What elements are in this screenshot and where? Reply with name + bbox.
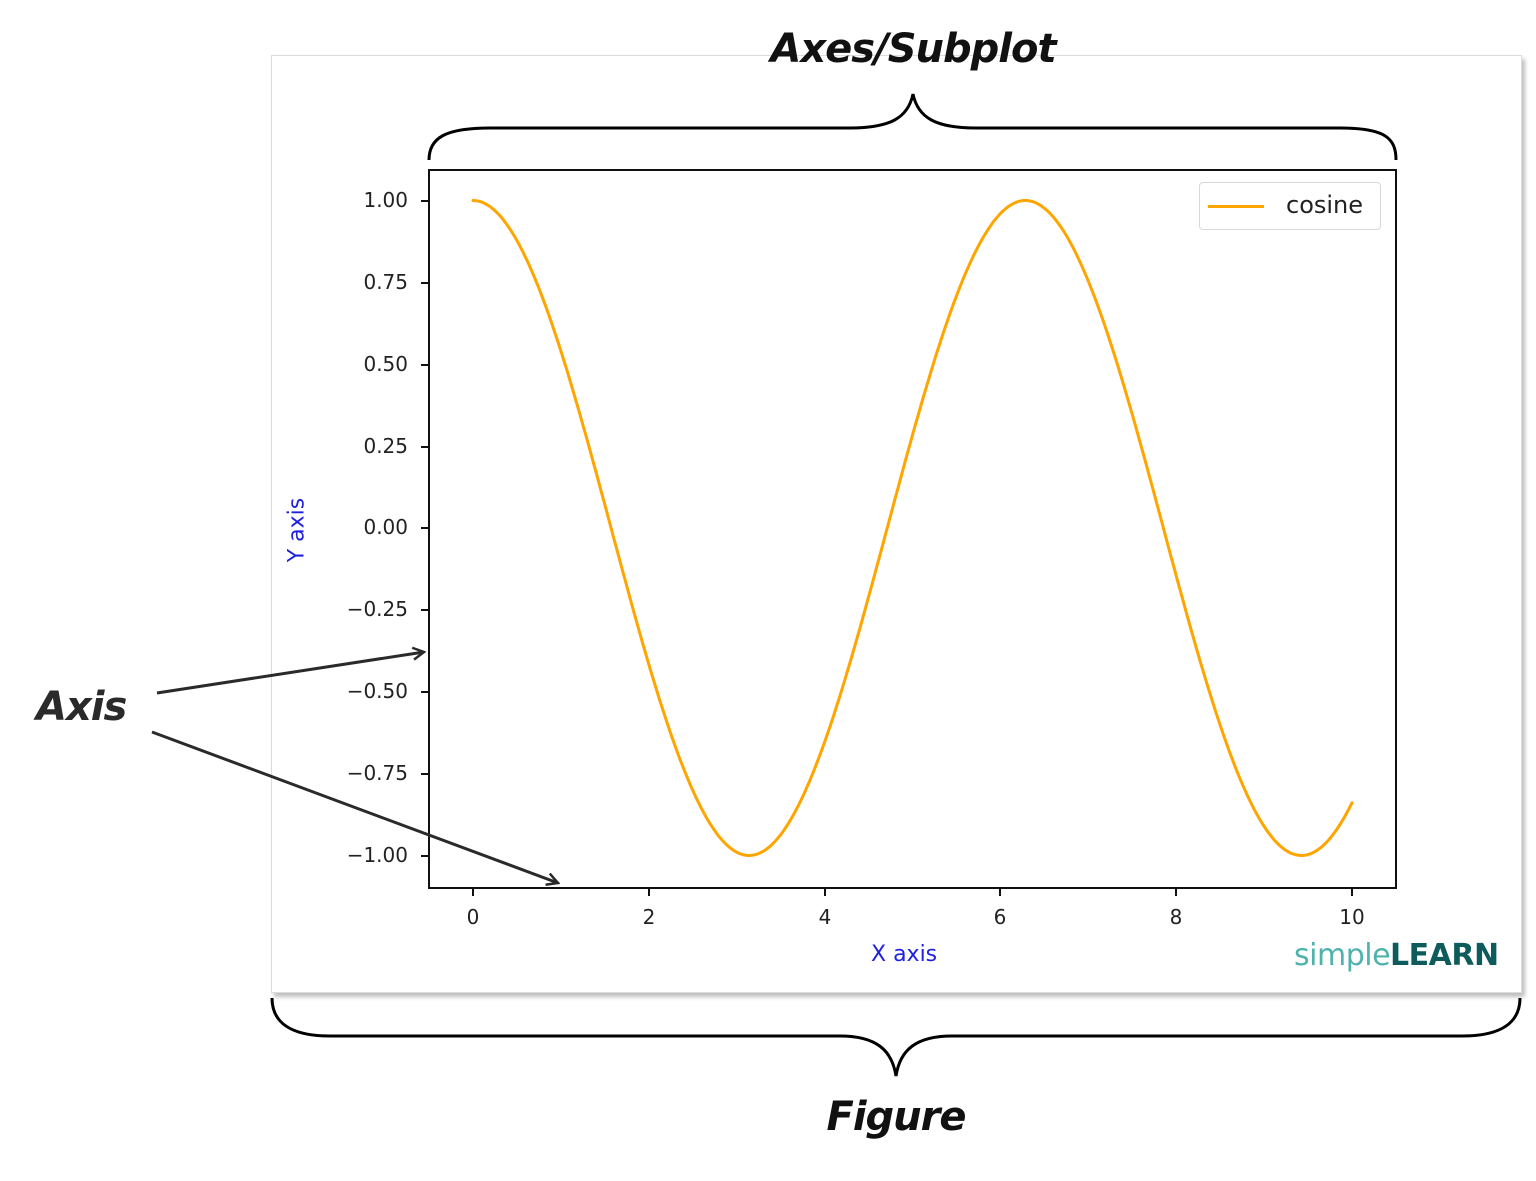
- x-tick-label: 10: [1339, 905, 1365, 929]
- y-tick-label: −0.25: [346, 597, 408, 621]
- x-tick-label: 2: [642, 905, 656, 929]
- legend: cosine: [1199, 182, 1381, 230]
- axes-brace-icon: [427, 93, 1398, 161]
- y-tick-label: −0.50: [346, 679, 408, 703]
- brand-logo: simpleLEARN: [1294, 938, 1499, 973]
- brand-logo-bold-text: LEARN: [1390, 938, 1499, 973]
- figure-annotation: Figure: [826, 1094, 967, 1140]
- legend-line-swatch-icon: [1208, 205, 1264, 208]
- y-tick-label: 0.25: [363, 434, 408, 458]
- x-tick-label: 4: [818, 905, 832, 929]
- plot-area: [428, 169, 1397, 889]
- y-axis-label: Y axis: [284, 497, 310, 563]
- axis-arrow-x: [151, 730, 558, 883]
- legend-entry-label: cosine: [1286, 191, 1364, 219]
- y-tick-label: 0.75: [363, 270, 408, 294]
- axis-annotation: Axis: [36, 684, 127, 730]
- axis-arrow-y: [156, 652, 424, 695]
- x-tick-label: 0: [466, 905, 480, 929]
- x-tick-label: 8: [1169, 905, 1183, 929]
- y-axis-ticks: [421, 200, 429, 857]
- x-axis-ticks: [472, 888, 1353, 896]
- x-axis-label: X axis: [871, 942, 938, 967]
- cosine-line: [471, 199, 1354, 857]
- figure-brace-icon: [270, 997, 1522, 1077]
- y-tick-label: 0.50: [363, 352, 408, 376]
- y-tick-label: −1.00: [346, 843, 408, 867]
- x-tick-label: 6: [993, 905, 1007, 929]
- y-tick-label: −0.75: [346, 761, 408, 785]
- axes-subplot-annotation: Axes/Subplot: [770, 26, 1056, 72]
- y-tick-label: 0.00: [363, 515, 408, 539]
- y-tick-label: 1.00: [363, 188, 408, 212]
- brand-logo-light-text: simple: [1294, 938, 1391, 973]
